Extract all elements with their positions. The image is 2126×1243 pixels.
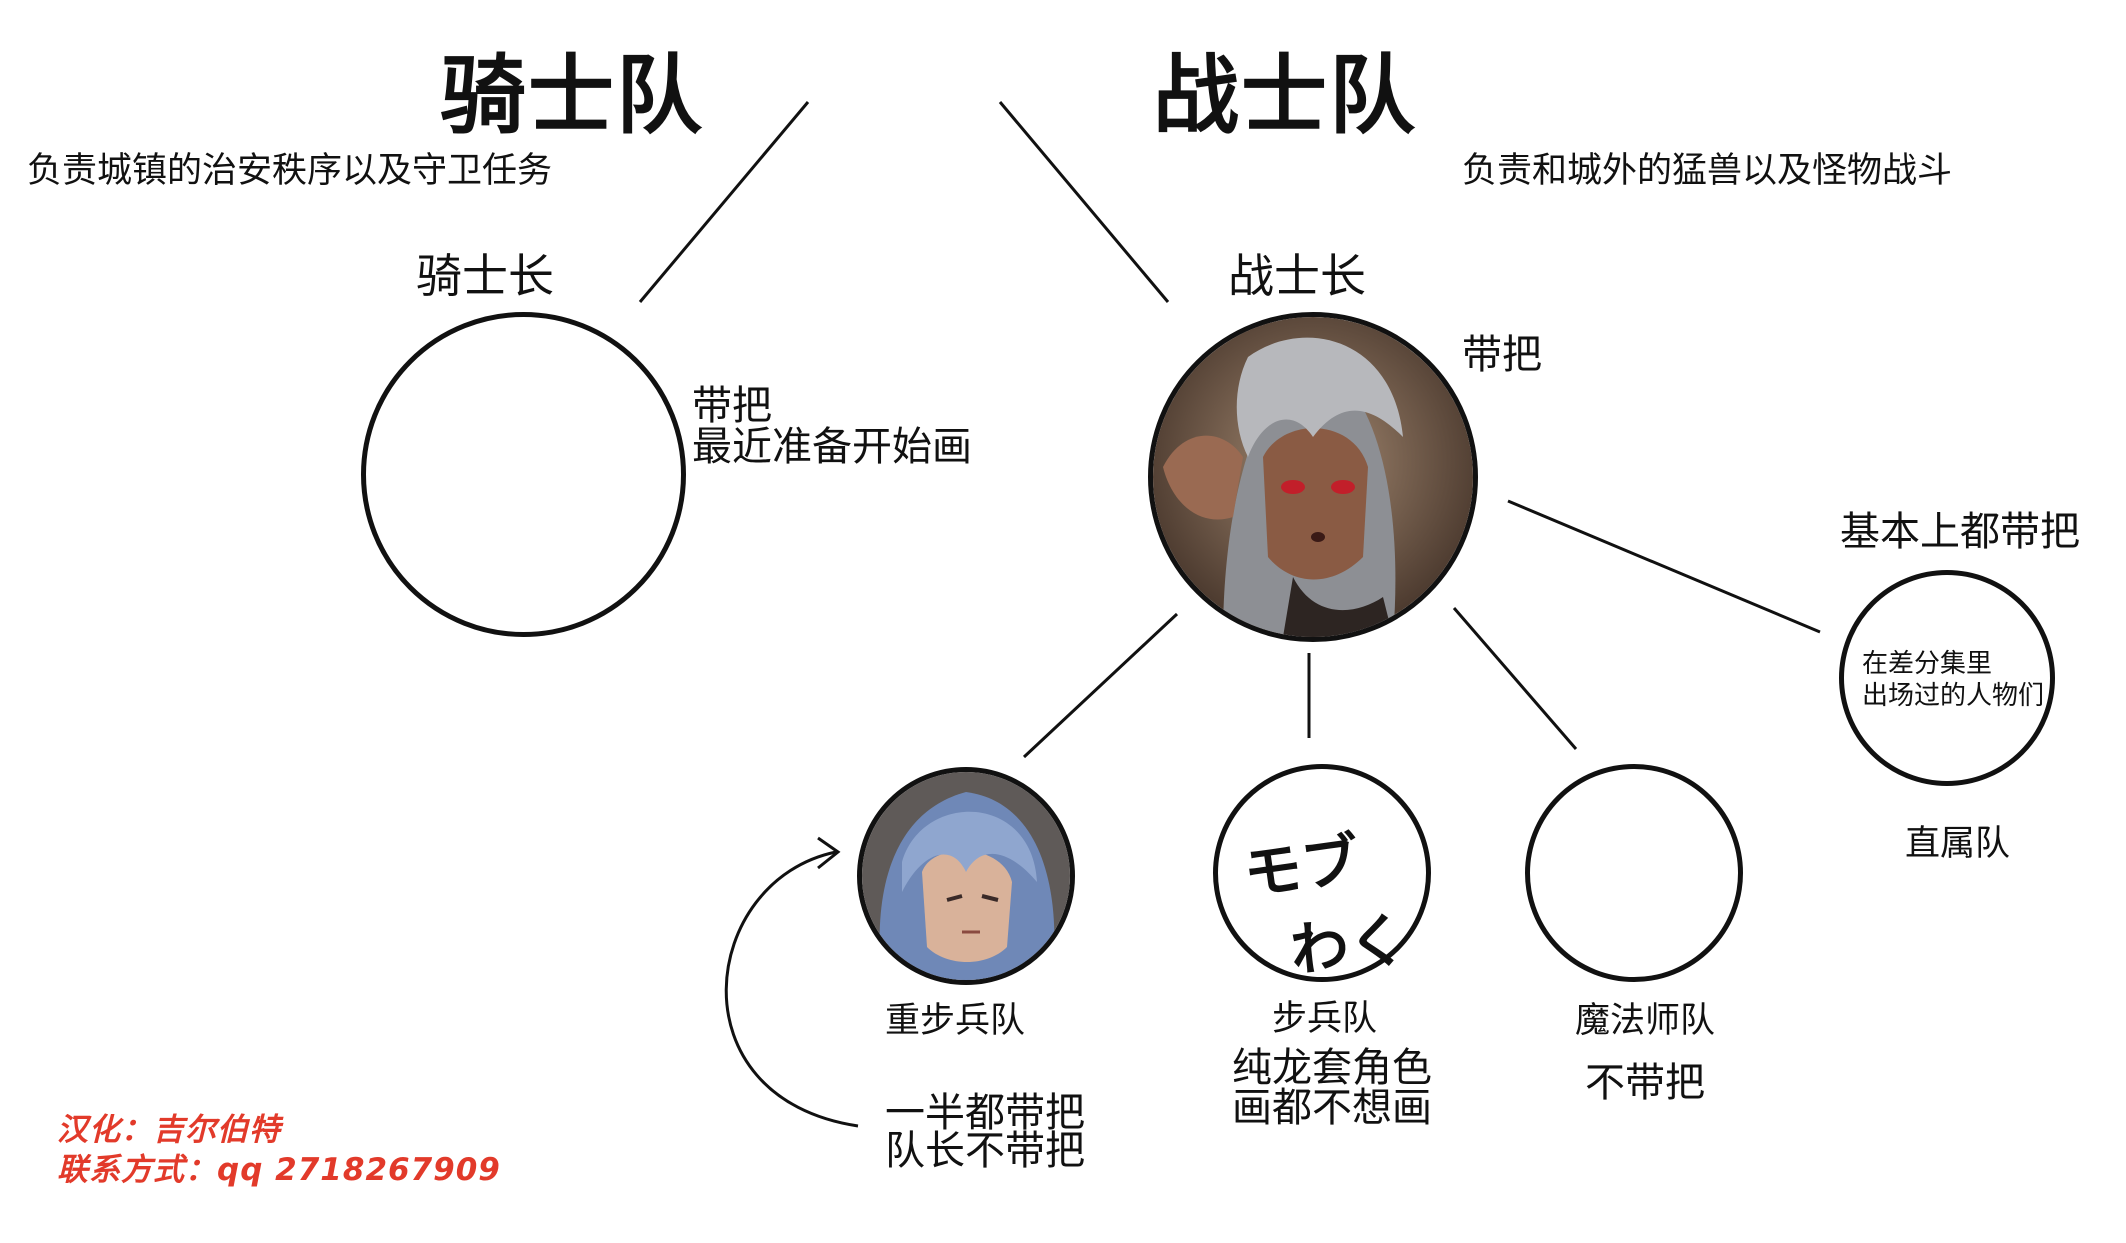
knight-leader-circle (361, 312, 686, 637)
infantry-label: 步兵队 (1272, 999, 1378, 1039)
infantry-note-1: 纯龙套角色 (1232, 1045, 1432, 1091)
infantry-note-2: 画都不想画 (1232, 1085, 1432, 1131)
heavy-infantry-label: 重步兵队 (885, 1001, 1026, 1041)
arrow-head (817, 836, 841, 870)
warriors-title: 战士队 (1153, 46, 1417, 146)
knight-leader-note-1: 带把 (692, 383, 772, 429)
infantry-circle (1213, 764, 1431, 982)
warrior-leader-label: 战士长 (1228, 249, 1366, 303)
knights-title: 骑士队 (440, 46, 704, 146)
heavy-infantry-portrait-image (862, 772, 1070, 980)
line-leader-direct (1507, 499, 1821, 634)
heavy-infantry-portrait (857, 767, 1075, 985)
knight-leader-label: 骑士长 (416, 249, 554, 303)
mage-squad-label: 魔法师队 (1575, 1001, 1716, 1041)
heavy-infantry-note-2: 队长不带把 (885, 1128, 1085, 1174)
warrior-leader-portrait (1148, 312, 1478, 642)
knight-leader-note-2: 最近准备开始画 (692, 424, 972, 470)
line-leader-heavy (1022, 612, 1179, 759)
knights-desc: 负责城镇的治安秩序以及守卫任务 (27, 151, 553, 191)
infantry-text-1: モブ (1239, 825, 1364, 909)
mage-squad-note: 不带把 (1585, 1060, 1705, 1106)
heavy-infantry-note-1: 一半都带把 (885, 1090, 1085, 1136)
infantry-text-2: わく (1287, 905, 1410, 985)
warrior-leader-note: 带把 (1462, 332, 1542, 378)
direct-squad-note: 基本上都带把 (1840, 509, 2080, 555)
warrior-leader-portrait-image (1153, 317, 1473, 637)
direct-squad-label: 直属队 (1905, 824, 2011, 864)
direct-squad-circle (1839, 570, 2055, 786)
warriors-desc: 负责和城外的猛兽以及怪物战斗 (1462, 151, 1953, 191)
line-leader-mage (1452, 607, 1578, 750)
curved-arrow (724, 850, 859, 1128)
direct-squad-text-2: 出场过的人物们 (1862, 681, 2045, 711)
line-knights-leader (638, 101, 810, 303)
direct-squad-text-1: 在差分集里 (1862, 649, 1993, 679)
credit-translator: 汉化：吉尔伯特 (57, 1112, 281, 1148)
line-warriors-leader (998, 101, 1170, 303)
credit-contact: 联系方式：qq 2718267909 (57, 1152, 501, 1188)
mage-squad-circle (1525, 764, 1743, 982)
